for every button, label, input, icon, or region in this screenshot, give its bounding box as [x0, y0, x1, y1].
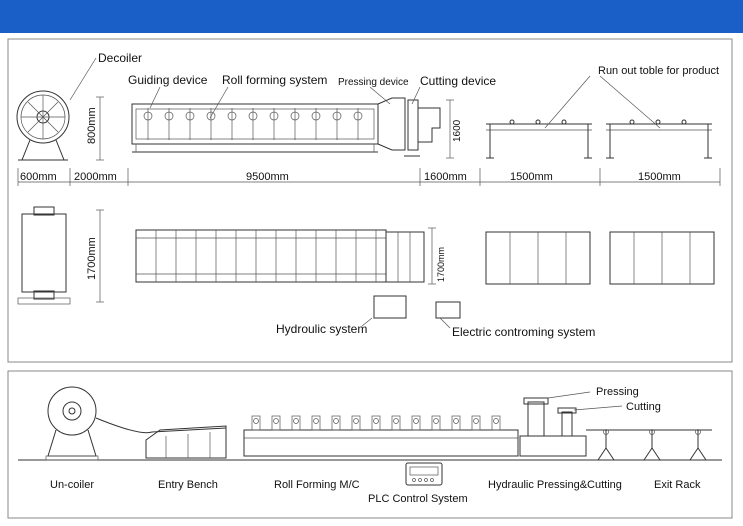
decoiler-plan-view: [17, 206, 104, 305]
roller: [373, 418, 379, 424]
label-roll-forming-system: Roll forming system: [222, 73, 327, 87]
label-entry-bench: Entry Bench: [158, 479, 218, 491]
roll-stand: [431, 415, 441, 431]
dim-label-800: 800mm: [86, 107, 98, 144]
run-out-table-plan-2: [609, 231, 715, 285]
roll-stand: [451, 415, 461, 431]
roller: [273, 418, 279, 424]
dim-label-1700-machine: 1700mm: [436, 247, 446, 282]
label-exit-rack: Exit Rack: [654, 479, 701, 491]
dim-label-2000: 2000mm: [74, 171, 117, 183]
pressing-cutting-side-view: [377, 97, 441, 157]
callout-leaders: [69, 57, 661, 129]
dim-label-1600-height: 1600: [452, 119, 463, 142]
roll-forming-side-view: [131, 103, 379, 153]
dim-label-1600: 1600mm: [424, 171, 467, 183]
label-hydraulic-system: Hydroulic system: [276, 322, 367, 336]
roller: [393, 418, 399, 424]
roller: [453, 418, 459, 424]
roller: [353, 418, 359, 424]
roller: [293, 418, 299, 424]
roll-stand: [471, 415, 481, 431]
roll-forming-plan-view: [135, 227, 436, 285]
label-hydraulic-pressing-cutting: Hydraulic Pressing&Cutting: [488, 479, 622, 491]
roller: [253, 418, 259, 424]
dim-label-600: 600mm: [20, 171, 57, 183]
roll-stand: [331, 415, 341, 431]
rack-legs: [597, 447, 615, 461]
top-panel-frame: [7, 38, 733, 363]
roll-stand: [311, 415, 321, 431]
roller: [493, 418, 499, 424]
dim-machine-height: [446, 99, 454, 159]
label-roll-forming: Roll Forming M/C: [274, 479, 360, 491]
dim-decoiler: [17, 96, 129, 186]
label-cutting-device: Cutting device: [420, 74, 496, 88]
run-out-table-1: [486, 119, 592, 159]
rack-roller: [649, 429, 655, 435]
roller: [413, 418, 419, 424]
roller: [313, 418, 319, 424]
roll-stand: [371, 415, 381, 431]
label-decoiler: Decoiler: [98, 51, 142, 65]
label-uncoiler: Un-coiler: [50, 479, 94, 491]
roll-stand: [391, 415, 401, 431]
label-cutting: Cutting: [626, 401, 661, 413]
run-out-table-2: [606, 119, 712, 159]
electric-box: [435, 301, 461, 319]
run-out-table-plan-1: [485, 231, 591, 285]
entry-bench-drawing: [145, 425, 227, 459]
rack-roller: [603, 429, 609, 435]
pressing-cutting-drawing: [519, 391, 623, 457]
hydraulic-box: [373, 295, 407, 319]
dim-label-1500-b: 1500mm: [638, 171, 681, 183]
roll-stand: [411, 415, 421, 431]
label-guiding-device: Guiding device: [128, 73, 208, 87]
roller: [473, 418, 479, 424]
roll-stand: [291, 415, 301, 431]
roll-stand: [271, 415, 281, 431]
dim-label-1500-a: 1500mm: [510, 171, 553, 183]
rack-roller: [695, 429, 701, 435]
dim-label-1700-decoiler: 1700mm: [86, 237, 98, 280]
header-bar: [0, 0, 743, 33]
roll-stand: [251, 415, 261, 431]
strip-path: [95, 417, 227, 434]
plc-box-drawing: [405, 462, 443, 486]
label-plc: PLC Control System: [368, 493, 468, 505]
dim-label-9500: 9500mm: [246, 171, 289, 183]
bottom-panel-frame: [7, 370, 733, 519]
roll-stand: [351, 415, 361, 431]
dim-machine-length: [128, 168, 721, 186]
label-run-out-table: Run out toble for product: [598, 65, 719, 77]
roller: [433, 418, 439, 424]
label-electric-system: Electric controming system: [452, 325, 595, 339]
rack-legs: [689, 447, 707, 461]
roll-stand: [491, 415, 501, 431]
roll-forming-drawing: [243, 415, 519, 457]
label-pressing-device: Pressing device: [338, 77, 409, 88]
uncoiler-drawing: [45, 386, 99, 461]
roller: [333, 418, 339, 424]
exit-rack-drawing: [586, 429, 712, 461]
label-pressing: Pressing: [596, 386, 639, 398]
decoiler-side-view: [16, 90, 70, 161]
rack-legs: [643, 447, 661, 461]
